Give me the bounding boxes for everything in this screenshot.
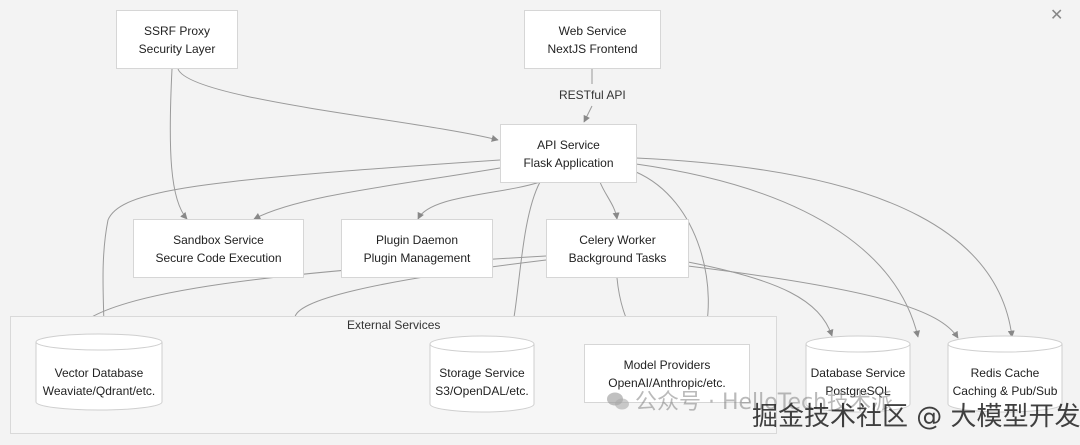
- edge-ssrf-sandbox: [169, 68, 188, 220]
- node-vector-title: Vector Database: [54, 366, 144, 380]
- edge-celery-redis: [687, 265, 959, 339]
- edge-api-celery: [599, 181, 620, 220]
- node-sandbox-title: Sandbox Service: [173, 232, 264, 247]
- edge-api-storage: [508, 181, 541, 338]
- node-models-title: Model Providers: [623, 357, 711, 372]
- edge-web-api: [584, 69, 593, 122]
- node-sandbox-service[interactable]: Sandbox Service Secure Code Execution: [133, 219, 304, 278]
- node-plugin-title: Plugin Daemon: [375, 232, 459, 247]
- node-web-service-title: Web Service: [558, 23, 627, 38]
- node-celery-title: Celery Worker: [579, 232, 656, 247]
- edge-ssrf-api: [177, 68, 499, 142]
- node-storage-title: Storage Service: [439, 366, 525, 380]
- node-ssrf-proxy-subtitle: Security Layer: [138, 41, 216, 56]
- edge-api-sandbox: [253, 167, 501, 220]
- node-vector-subtitle: Weaviate/Qdrant/etc.: [42, 384, 156, 398]
- node-sandbox-subtitle: Secure Code Execution: [155, 250, 282, 265]
- wechat-logo-icon: [607, 392, 629, 410]
- edge-api-redis: [635, 157, 1015, 338]
- node-ssrf-proxy-title: SSRF Proxy: [143, 23, 210, 38]
- node-web-service[interactable]: Web Service NextJS Frontend: [524, 10, 661, 69]
- close-icon[interactable]: ✕: [1050, 5, 1064, 24]
- node-database-title: Database Service: [810, 366, 906, 380]
- node-plugin-daemon[interactable]: Plugin Daemon Plugin Management: [341, 219, 493, 278]
- node-plugin-subtitle: Plugin Management: [363, 250, 471, 265]
- node-storage-service[interactable]: Storage Service S3/OpenDAL/etc.: [430, 364, 534, 400]
- node-database-service[interactable]: Database Service PostgreSQL: [806, 364, 910, 400]
- node-api-service[interactable]: API Service Flask Application: [500, 124, 637, 183]
- edge-api-plugin: [417, 181, 541, 220]
- edge-label-restful-api: RESTful API: [557, 88, 628, 102]
- watermark-line2: 掘金技术社区 @ 大模型开发: [752, 402, 1080, 432]
- node-vector-database[interactable]: Vector Database Weaviate/Qdrant/etc.: [36, 364, 162, 400]
- node-models-subtitle: OpenAI/Anthropic/etc.: [608, 375, 726, 390]
- external-services-label: External Services: [347, 318, 441, 332]
- watermark-line1: 公众号 · HelloTech技术派: [635, 390, 894, 415]
- node-ssrf-proxy[interactable]: SSRF Proxy Security Layer: [116, 10, 238, 69]
- node-celery-worker[interactable]: Celery Worker Background Tasks: [546, 219, 689, 278]
- node-api-service-subtitle: Flask Application: [523, 155, 614, 170]
- node-redis-subtitle: Caching & Pub/Sub: [952, 384, 1058, 398]
- node-celery-subtitle: Background Tasks: [568, 250, 667, 265]
- edge-celery-database: [687, 261, 834, 337]
- node-api-service-title: API Service: [537, 137, 600, 152]
- edge-api-vector: [100, 159, 501, 334]
- node-redis-cache[interactable]: Redis Cache Caching & Pub/Sub: [948, 364, 1062, 400]
- node-web-service-subtitle: NextJS Frontend: [547, 41, 638, 56]
- node-model-providers[interactable]: Model Providers OpenAI/Anthropic/etc.: [584, 344, 750, 403]
- node-database-subtitle: PostgreSQL: [825, 384, 891, 398]
- node-redis-title: Redis Cache: [970, 366, 1040, 380]
- node-storage-subtitle: S3/OpenDAL/etc.: [435, 384, 529, 398]
